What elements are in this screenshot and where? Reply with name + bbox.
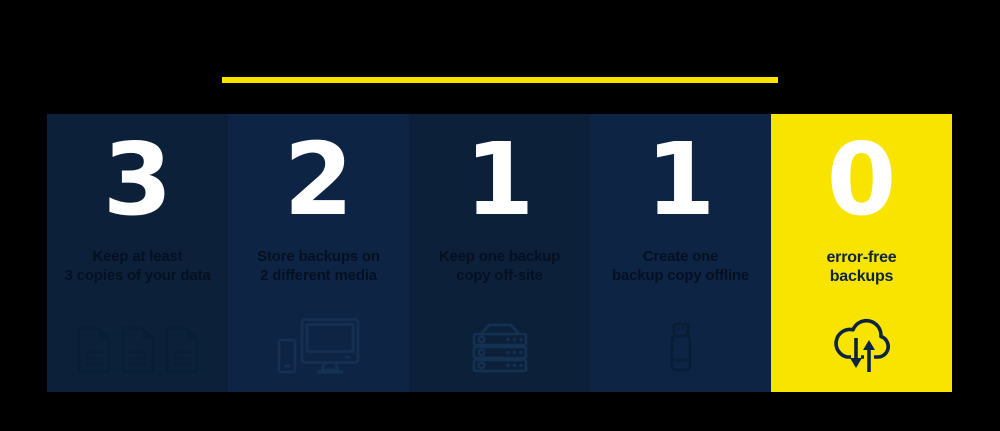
caption-line-2: 2 different media bbox=[260, 266, 377, 284]
panel-offline-copy: 1 Create one backup copy offline bbox=[590, 114, 771, 392]
cloud-arrows-icon bbox=[833, 318, 890, 372]
panel-caption: Create one backup copy offline bbox=[612, 248, 749, 285]
usb-drive-icon bbox=[590, 322, 771, 374]
document-icon bbox=[121, 326, 154, 374]
server-rack-icon bbox=[472, 323, 527, 373]
caption-line-2: copy off-site bbox=[456, 266, 543, 284]
panel-zero-error-backups: 0 error-free backups bbox=[771, 114, 952, 392]
panel-number: 1 bbox=[464, 121, 535, 238]
panel-number: 3 bbox=[102, 121, 173, 238]
cloud-sync-icon bbox=[771, 316, 952, 374]
panel-number: 2 bbox=[283, 121, 354, 238]
backup-rule-panels: 3 Keep at least 3 copies of your data bbox=[47, 114, 952, 392]
usb-stick-icon bbox=[670, 322, 691, 372]
document-icon bbox=[77, 326, 110, 374]
panel-caption: Store backups on 2 different media bbox=[257, 248, 380, 285]
title-underline-rule bbox=[222, 77, 778, 83]
caption-line-1: error-free bbox=[826, 249, 897, 266]
monitor-and-phone-icon bbox=[277, 318, 359, 374]
caption-line-1: Store backups on bbox=[257, 248, 380, 265]
computer-devices-icon bbox=[228, 318, 409, 374]
panel-number: 0 bbox=[826, 121, 897, 238]
panel-caption: Keep at least 3 copies of your data bbox=[65, 248, 211, 285]
panel-2-different-media: 2 Store backups on 2 different media bbox=[228, 114, 409, 392]
caption-line-2: backup copy offline bbox=[611, 266, 750, 284]
document-icon bbox=[165, 326, 198, 374]
panel-offsite-copy: 1 Keep one backup copy off-site bbox=[409, 114, 590, 392]
caption-line-1: Keep one backup bbox=[438, 248, 561, 265]
caption-line-1: Keep at least bbox=[92, 248, 183, 265]
panel-caption: Keep one backup copy off-site bbox=[439, 248, 560, 285]
panel-number: 1 bbox=[645, 121, 716, 238]
server-icon bbox=[409, 322, 590, 374]
caption-line-2: 3 copies of your data bbox=[64, 266, 211, 284]
panel-caption: error-free backups bbox=[826, 248, 896, 286]
panel-keep-3-copies: 3 Keep at least 3 copies of your data bbox=[47, 114, 228, 392]
caption-line-1: Create one bbox=[642, 248, 719, 265]
documents-icon bbox=[47, 326, 228, 374]
caption-line-2: backups bbox=[829, 268, 894, 285]
